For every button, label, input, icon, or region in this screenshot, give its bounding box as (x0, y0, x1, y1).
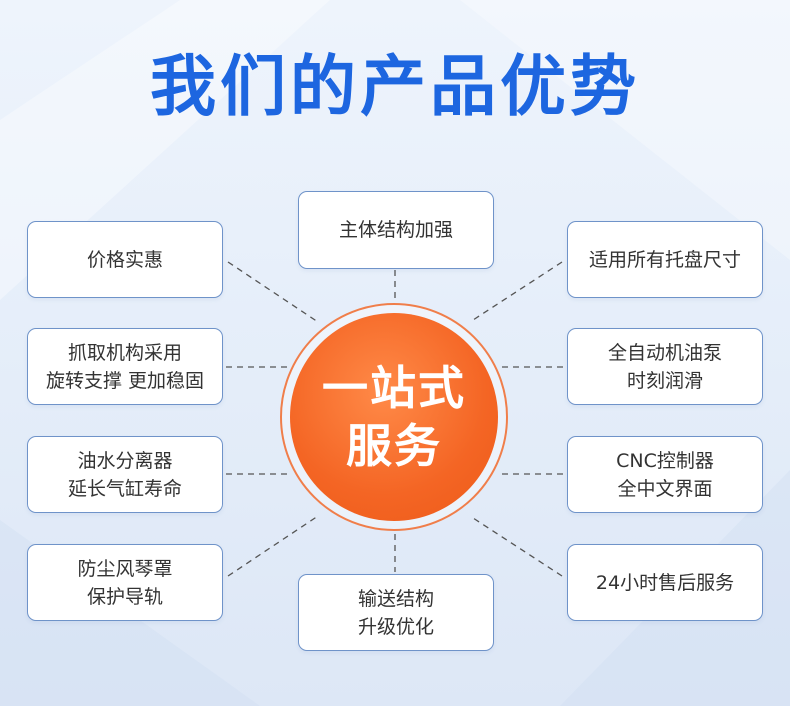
feature-text: 升级优化 (357, 615, 434, 638)
feature-left-1-box: 价格实惠 (27, 221, 223, 298)
feature-text: 保护导轨 (86, 585, 163, 608)
feature-text: 旋转支撑 更加稳固 (45, 369, 205, 392)
center-line-2: 服务 (346, 419, 442, 473)
connector-left-4 (227, 515, 319, 577)
feature-text: 油水分离器 (77, 449, 173, 472)
feature-text: 主体结构加强 (338, 219, 453, 241)
feature-left-4-box: 防尘风琴罩 保护导轨 (27, 544, 223, 621)
feature-right-3-box: CNC控制器 全中文界面 (567, 436, 763, 513)
feature-text: CNC控制器 (616, 449, 714, 472)
center-hub: 一站式 服务 (290, 313, 498, 521)
connector-left-1 (227, 261, 319, 323)
feature-text: 延长气缸寿命 (67, 477, 182, 500)
feature-text: 价格实惠 (86, 248, 163, 271)
connector-right-1 (469, 261, 563, 323)
feature-left-2-box: 抓取机构采用 旋转支撑 更加稳固 (27, 328, 223, 405)
feature-right-4-box: 24小时售后服务 (567, 544, 763, 621)
feature-text: 防尘风琴罩 (77, 557, 173, 580)
feature-text: 抓取机构采用 (67, 341, 182, 364)
feature-text: 适用所有托盘尺寸 (588, 248, 741, 271)
feature-top-box: 主体结构加强 (298, 191, 494, 269)
feature-right-2-box: 全自动机油泵 时刻润滑 (567, 328, 763, 405)
feature-right-1-box: 适用所有托盘尺寸 (567, 221, 763, 298)
center-line-1: 一站式 (322, 361, 466, 415)
feature-text: 全中文界面 (617, 477, 713, 500)
feature-text: 24小时售后服务 (595, 571, 735, 594)
page-title: 我们的产品优势 (150, 48, 640, 125)
feature-text: 全自动机油泵 (607, 341, 722, 364)
feature-bottom-box: 输送结构 升级优化 (298, 574, 494, 651)
feature-text: 时刻润滑 (626, 369, 703, 392)
connector-right-4 (469, 515, 563, 577)
feature-left-3-box: 油水分离器 延长气缸寿命 (27, 436, 223, 513)
feature-text: 输送结构 (357, 587, 434, 610)
